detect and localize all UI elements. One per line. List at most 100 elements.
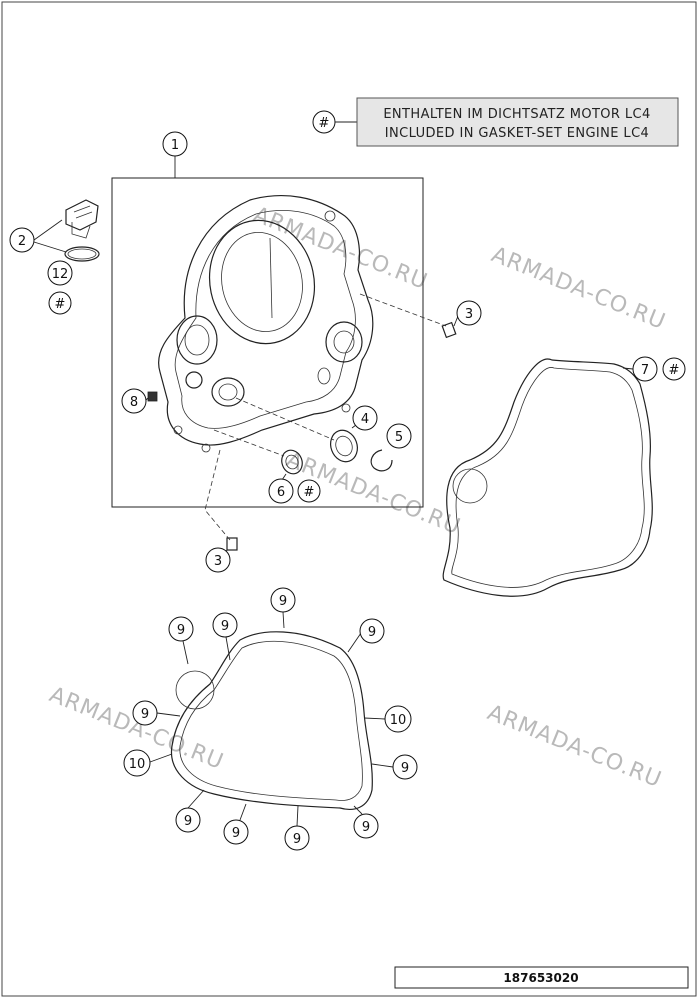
svg-text:9: 9 bbox=[221, 619, 229, 634]
outer-gasket-7-inner bbox=[451, 367, 645, 588]
legend-line-en: INCLUDED IN GASKET-SET ENGINE LC4 bbox=[385, 126, 649, 141]
callout-10-a: 10 bbox=[384, 705, 412, 733]
leader-9h bbox=[239, 803, 247, 821]
legend: # ENTHALTEN IM DICHTSATZ MOTOR LC4 INCLU… bbox=[312, 97, 679, 147]
svg-text:3: 3 bbox=[214, 554, 222, 569]
callout-9-j: 9 bbox=[353, 813, 379, 839]
screw-3-bottom bbox=[226, 537, 238, 551]
svg-text:9: 9 bbox=[232, 826, 240, 841]
svg-text:10: 10 bbox=[390, 713, 407, 728]
inner-gasket-inner bbox=[179, 640, 363, 801]
dash-seal-6 bbox=[213, 429, 285, 457]
svg-text:9: 9 bbox=[368, 625, 376, 640]
callout-2: 2 bbox=[9, 227, 35, 253]
svg-text:9: 9 bbox=[401, 761, 409, 776]
callout-9-c: 9 bbox=[168, 616, 194, 642]
seal-bore-inner bbox=[218, 383, 238, 401]
svg-text:4: 4 bbox=[361, 412, 369, 427]
leader-10a bbox=[363, 717, 386, 720]
svg-text:10: 10 bbox=[129, 757, 146, 772]
callout-10-b: 10 bbox=[123, 749, 151, 777]
callout-12: 12 bbox=[47, 260, 73, 286]
mount-lug-bottom-left bbox=[173, 425, 183, 435]
callout-5: 5 bbox=[386, 423, 412, 449]
callout-hash-12: # bbox=[48, 291, 72, 315]
dash-screw-3-top bbox=[359, 293, 447, 327]
leader-9i bbox=[296, 805, 299, 827]
callout-7: 7 bbox=[632, 356, 658, 382]
svg-text:9: 9 bbox=[141, 707, 149, 722]
plug-stem bbox=[71, 222, 91, 239]
plug-grip bbox=[73, 205, 93, 219]
assembly-group-box bbox=[111, 177, 424, 508]
drawing-number: 187653020 bbox=[503, 971, 578, 985]
leader-9a bbox=[282, 611, 285, 629]
svg-text:#: # bbox=[669, 363, 680, 378]
callout-9-d: 9 bbox=[359, 618, 385, 644]
mount-lug-top bbox=[324, 210, 336, 222]
watermark-top-center: ARMADA-CO.RU bbox=[250, 202, 431, 295]
leader-3-top bbox=[453, 315, 459, 327]
cover-dome bbox=[208, 219, 316, 345]
callout-8: 8 bbox=[121, 388, 147, 414]
oring-12-inner bbox=[67, 248, 97, 260]
svg-text:5: 5 bbox=[395, 430, 403, 445]
svg-text:1: 1 bbox=[171, 138, 179, 153]
cover-inner-flange bbox=[174, 210, 356, 429]
svg-text:3: 3 bbox=[465, 307, 473, 322]
leader-9j bbox=[353, 805, 363, 815]
leader-7 bbox=[622, 367, 634, 370]
watermark-top-right: ARMADA-CO.RU bbox=[488, 242, 669, 335]
callout-hash-6: # bbox=[297, 479, 321, 503]
drawing-number-box bbox=[394, 966, 689, 989]
plug-head bbox=[65, 199, 99, 231]
leader-9d bbox=[347, 632, 362, 653]
svg-text:8: 8 bbox=[130, 395, 138, 410]
svg-text:9: 9 bbox=[293, 832, 301, 847]
cover-dome-inner bbox=[221, 231, 303, 333]
svg-text:9: 9 bbox=[177, 623, 185, 638]
callout-hash-7: # bbox=[662, 357, 686, 381]
oil-filler-plug bbox=[65, 199, 99, 239]
seal-6 bbox=[281, 449, 303, 475]
cover-outline bbox=[158, 194, 374, 446]
oring-12 bbox=[64, 246, 100, 262]
svg-text:#: # bbox=[304, 485, 315, 500]
callout-9-g: 9 bbox=[175, 807, 201, 833]
mount-lug-bottom-right bbox=[341, 403, 351, 413]
leader-2b bbox=[33, 241, 67, 253]
svg-text:#: # bbox=[55, 297, 66, 312]
outer-gasket-7 bbox=[442, 358, 653, 597]
callout-3-top: 3 bbox=[456, 300, 482, 326]
callout-9-a: 9 bbox=[270, 587, 296, 613]
callout-9-b: 9 bbox=[212, 612, 238, 638]
snap-ring-5 bbox=[370, 449, 393, 472]
callout-1: 1 bbox=[162, 131, 188, 157]
callout-4: 4 bbox=[352, 405, 378, 431]
leader-9b bbox=[225, 636, 231, 661]
mount-lug-bottom bbox=[201, 443, 211, 453]
seal-bore bbox=[211, 377, 245, 407]
cover-boss-left bbox=[176, 315, 218, 365]
cover-dome-rib bbox=[269, 237, 273, 319]
inner-gasket bbox=[170, 631, 373, 811]
svg-text:2: 2 bbox=[18, 234, 26, 249]
cover-boss-right-inner bbox=[333, 330, 355, 354]
seal-4 bbox=[330, 429, 358, 463]
plug-8 bbox=[147, 391, 158, 402]
svg-text:7: 7 bbox=[641, 363, 649, 378]
legend-box bbox=[356, 97, 679, 147]
svg-text:9: 9 bbox=[279, 594, 287, 609]
leader-9f bbox=[371, 763, 394, 768]
clutch-cover bbox=[158, 194, 374, 453]
legend-marker: # bbox=[319, 116, 330, 131]
callout-9-f: 9 bbox=[392, 754, 418, 780]
dash-screw-3-bottom bbox=[204, 449, 231, 541]
dash-seal-4 bbox=[235, 397, 335, 441]
callout-9-i: 9 bbox=[284, 825, 310, 851]
cover-boss-left-inner bbox=[184, 324, 210, 356]
watermark-bottom-right: ARMADA-CO.RU bbox=[484, 700, 665, 793]
